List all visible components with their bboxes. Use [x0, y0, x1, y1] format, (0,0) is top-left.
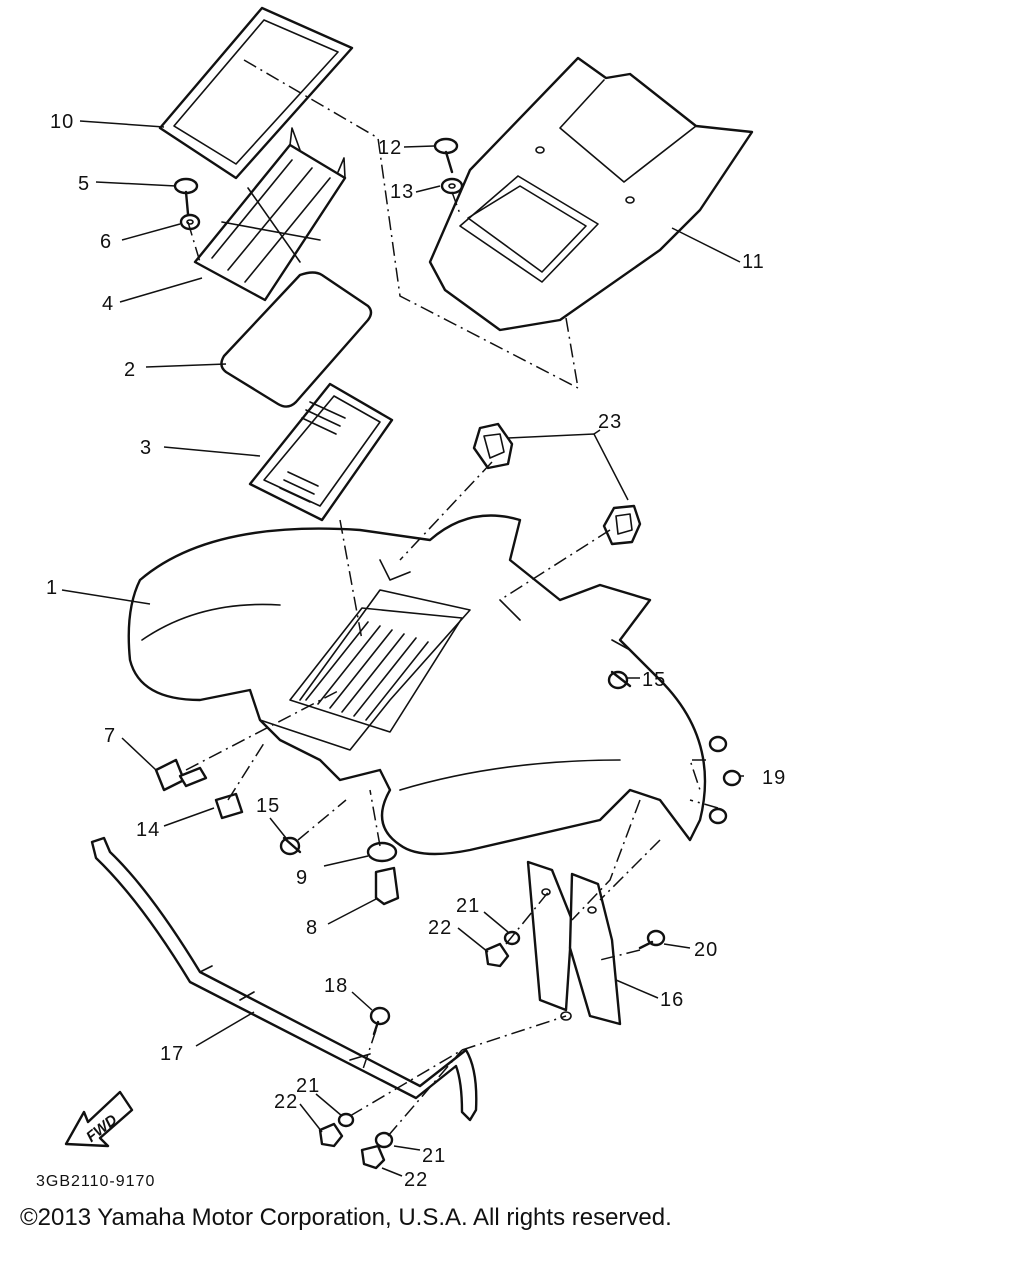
- callout-5: 5: [78, 173, 90, 195]
- part-23-grommets: [472, 422, 642, 546]
- part-17-grab-bar: [90, 836, 478, 1122]
- callout-16: 16: [660, 989, 684, 1011]
- part-5-screw: [173, 177, 199, 216]
- part-18-bolt: [369, 1006, 391, 1036]
- part-4-grille-frame: [193, 127, 347, 302]
- callout-15-right: 15: [642, 669, 666, 691]
- part-22-nut-bar: [318, 1122, 344, 1148]
- callout-4: 4: [102, 293, 114, 315]
- callout-3: 3: [140, 437, 152, 459]
- callout-6: 6: [100, 231, 112, 253]
- part-3-mesh-screen: [248, 382, 394, 522]
- callout-15-left: 15: [256, 795, 280, 817]
- exploded-parts-diagram: 10 5 6 4 2 3 1 12 13 11 23 15 7 14 15 9 …: [36, 6, 786, 1190]
- part-11-top-cover: [428, 56, 754, 332]
- callout-23: 23: [598, 411, 622, 433]
- part-15-bolt-left: [279, 836, 302, 856]
- part-21-washer-bar: [337, 1112, 355, 1128]
- leader-lines: [61, 120, 744, 1177]
- callout-22-bottom: 22: [404, 1169, 428, 1190]
- callout-7: 7: [104, 725, 116, 747]
- callout-21-bottom: 21: [422, 1145, 446, 1167]
- part-15-bolt-right: [607, 670, 632, 690]
- callout-13: 13: [390, 181, 414, 203]
- callout-19: 19: [762, 767, 786, 789]
- part-1-rear-fender: [127, 514, 707, 856]
- part-9-clamp: [366, 841, 398, 863]
- callout-12: 12: [378, 137, 402, 159]
- part-21-washer-bottom: [374, 1131, 394, 1149]
- drawing-code: 3GB2110-9170: [36, 1173, 155, 1190]
- callout-22-flap: 22: [428, 917, 452, 939]
- callout-1: 1: [46, 577, 58, 599]
- part-10-seal: [158, 6, 354, 180]
- part-8-cap: [374, 866, 400, 906]
- callout-8: 8: [306, 917, 318, 939]
- part-14-clip: [214, 792, 244, 820]
- callout-14: 14: [136, 819, 160, 841]
- callout-22-bar: 22: [274, 1091, 298, 1113]
- part-7-hose-fitting: [154, 758, 208, 792]
- callout-21-flap: 21: [456, 895, 480, 917]
- part-20-bolt: [638, 929, 666, 950]
- part-16-mud-flap: [526, 860, 622, 1026]
- copyright-notice: ©2013 Yamaha Motor Corporation, U.S.A. A…: [20, 1204, 672, 1231]
- part-22-nut-flap: [484, 942, 510, 968]
- part-19-bolts: [708, 735, 742, 825]
- callout-18: 18: [324, 975, 348, 997]
- callout-11: 11: [742, 251, 765, 273]
- assembly-lines: [185, 59, 719, 1137]
- part-13-washer: [440, 177, 464, 195]
- callout-21-bar: 21: [296, 1075, 320, 1097]
- callout-17: 17: [160, 1043, 184, 1065]
- callout-20: 20: [694, 939, 718, 961]
- part-12-bolt: [433, 137, 459, 174]
- callout-10: 10: [50, 111, 74, 133]
- part-2-filter-pad: [220, 271, 373, 408]
- callout-9: 9: [296, 867, 308, 889]
- fwd-arrow: FWD: [64, 1090, 134, 1148]
- part-22-nut-bottom: [360, 1144, 386, 1170]
- callout-labels: 10 5 6 4 2 3 1 12 13 11 23 15 7 14 15 9 …: [46, 111, 786, 1190]
- callout-2: 2: [124, 359, 136, 381]
